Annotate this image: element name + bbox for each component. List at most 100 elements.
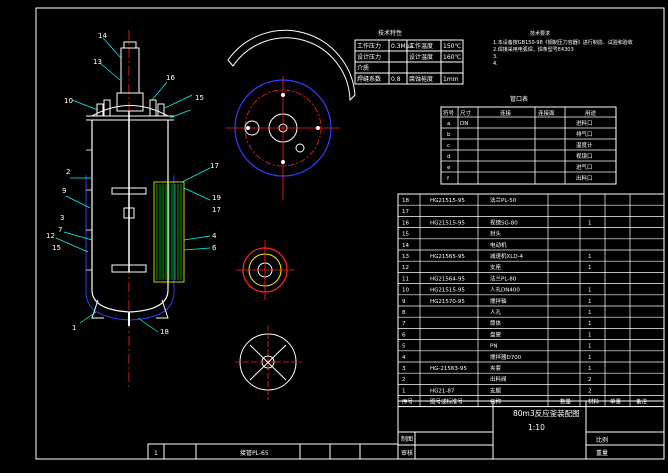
- technical-requirements: 技术要求 1.本设备按GB150-98《钢制压力容器》进行制造、试验和验收 2.…: [493, 30, 633, 67]
- svg-text:10: 10: [64, 97, 73, 105]
- svg-text:15: 15: [52, 244, 61, 252]
- req-title: 技术要求: [530, 30, 550, 37]
- view-arc-hatch: [227, 29, 356, 102]
- bom-cell-r7-c0: 11: [402, 276, 409, 282]
- svg-text:4: 4: [212, 232, 217, 240]
- dome: [91, 105, 169, 117]
- bom-header-1: 图号或标准号: [430, 398, 464, 406]
- nz-r3-sym: d: [447, 154, 451, 160]
- bom-cell-r12-c2: 盘管: [490, 330, 502, 338]
- svg-text:2: 2: [66, 168, 70, 176]
- motor: [120, 47, 140, 94]
- nz-r4-use: 进气口: [576, 163, 593, 171]
- bom-cell-r8-c1: HG21515-95: [430, 288, 465, 294]
- leader-lines: [55, 37, 211, 333]
- lug-markers: [246, 93, 320, 164]
- svg-text:15: 15: [195, 94, 204, 102]
- nz-h2: 连接: [500, 109, 512, 117]
- bom-cell-r4-c0: 14: [402, 243, 409, 249]
- nz-r0-use: 进料口: [576, 119, 593, 127]
- bom-cell-r14-c4: 1: [588, 355, 592, 361]
- svg-text:6: 6: [212, 244, 217, 252]
- nz-h0: 符号: [443, 109, 455, 117]
- bom-cell-r9-c4: 1: [588, 299, 592, 305]
- bom-cell-r9-c2: 搅拌轴: [490, 297, 507, 305]
- bom-header-5: 单重: [610, 398, 622, 406]
- nozzle-left-1: [96, 103, 104, 117]
- bom-cell-r5-c1: HG21565-95: [430, 254, 465, 260]
- nozzle-table-title: 管口表: [510, 95, 528, 103]
- impeller-upper: [111, 187, 147, 195]
- req-line-1: 1.本设备按GB150-98《钢制压力容器》进行制造、试验和验收: [493, 39, 633, 46]
- design-label: 制图: [401, 435, 413, 443]
- bom-cell-r3-c0: 15: [402, 232, 409, 238]
- title-block: 80m3反应釜装配图 1:10 比例 重量 制图 审核: [397, 400, 665, 460]
- bom-cell-r8-c2: 人孔DN400: [490, 286, 520, 294]
- bom-header-2: 名称: [490, 398, 502, 406]
- bom-cell-r8-c4: 1: [588, 288, 592, 294]
- vessel-elevation: 14 13 10 2 9 3 7 12 15 1 16 15 17 19 17 …: [46, 30, 221, 390]
- bom-cell-r16-c4: 2: [588, 377, 592, 383]
- tech-r3c1: 0.8: [391, 76, 401, 83]
- req-line-3: 3.: [493, 54, 498, 60]
- bom-cell-r15-c1: HG-21563-95: [430, 366, 467, 372]
- detail-flange: [236, 240, 294, 300]
- svg-text:3: 3: [60, 214, 64, 222]
- support-leg-right: [156, 299, 169, 319]
- tech-table-title: 技术特性: [378, 29, 402, 37]
- bom-cell-r16-c0: 2: [402, 377, 406, 383]
- svg-text:1: 1: [72, 324, 76, 332]
- nz-h4: 用途: [585, 109, 597, 117]
- bom-header-6: 备注: [636, 398, 648, 406]
- bom-cell-r17-c0: 1: [402, 388, 406, 394]
- nz-r5-sym: f: [447, 176, 450, 182]
- tech-r0c3: 150℃: [443, 43, 461, 50]
- bom-cell-r10-c2: 人孔: [490, 308, 502, 316]
- bom-cell-r17-c1: HG21-87: [430, 388, 455, 394]
- bom-cell-r10-c0: 8: [402, 310, 406, 316]
- shell-ticks: [86, 149, 92, 271]
- svg-text:7: 7: [58, 226, 62, 234]
- bom-cell-r2-c1: HG21515-95: [430, 220, 465, 226]
- nz-r0-size: DN: [460, 121, 468, 127]
- svg-text:13: 13: [93, 58, 102, 66]
- tech-r1c3: 160℃: [443, 54, 461, 61]
- bom-cell-r6-c2: 支座: [490, 263, 502, 271]
- nozzle-right-1: [149, 99, 157, 117]
- bom-cell-r4-c2: 电动机: [490, 241, 507, 249]
- bom-cell-r6-c4: 1: [588, 265, 592, 271]
- nz-r5-use: 出料口: [576, 174, 593, 182]
- svg-text:19: 19: [212, 194, 221, 202]
- bom-cell-r0-c0: 18: [402, 198, 409, 204]
- jacket: [85, 175, 175, 321]
- impeller-lower: [111, 264, 147, 273]
- bom-cell-r8-c0: 10: [402, 288, 409, 294]
- bom-cell-r3-c2: 封头: [490, 230, 502, 238]
- tech-r0c1: 0.3Mpa: [391, 43, 414, 50]
- svg-text:16: 16: [166, 74, 175, 82]
- bom-cell-r11-c0: 7: [402, 321, 406, 327]
- drawing-scale: 1:10: [528, 423, 545, 432]
- nozzle-table: 管口表 符号 尺寸 连接 连接面 用途 a DN 进料口 b 排气口 c 温: [440, 95, 617, 185]
- coupling: [123, 207, 135, 219]
- tech-r1c0: 设计压力: [357, 53, 381, 61]
- bom-cell-r11-c2: 筒体: [490, 319, 502, 327]
- bom-cell-r14-c2: 搅拌器D700: [490, 353, 522, 361]
- bom-cell-r5-c2: 减速机XLD-4: [490, 252, 524, 260]
- bom-cell-r6-c0: 12: [402, 265, 409, 271]
- top-plan-view: [225, 29, 356, 200]
- bom-cell-r15-c4: 1: [588, 366, 592, 372]
- support-leg-left: [91, 299, 104, 319]
- bom-cell-r13-c2: PN: [490, 344, 497, 350]
- bom-cell-r15-c2: 夹套: [490, 364, 502, 372]
- coil-bundle: [153, 181, 185, 283]
- detail-impeller: [235, 325, 302, 400]
- bom-cell-r12-c0: 6: [402, 332, 406, 338]
- svg-text:9: 9: [62, 187, 66, 195]
- req-line-4: 4.: [493, 61, 498, 67]
- nz-r4-sym: e: [447, 165, 451, 171]
- bom-cell-r13-c4: 1: [588, 344, 592, 350]
- coil-tubes: [156, 184, 182, 280]
